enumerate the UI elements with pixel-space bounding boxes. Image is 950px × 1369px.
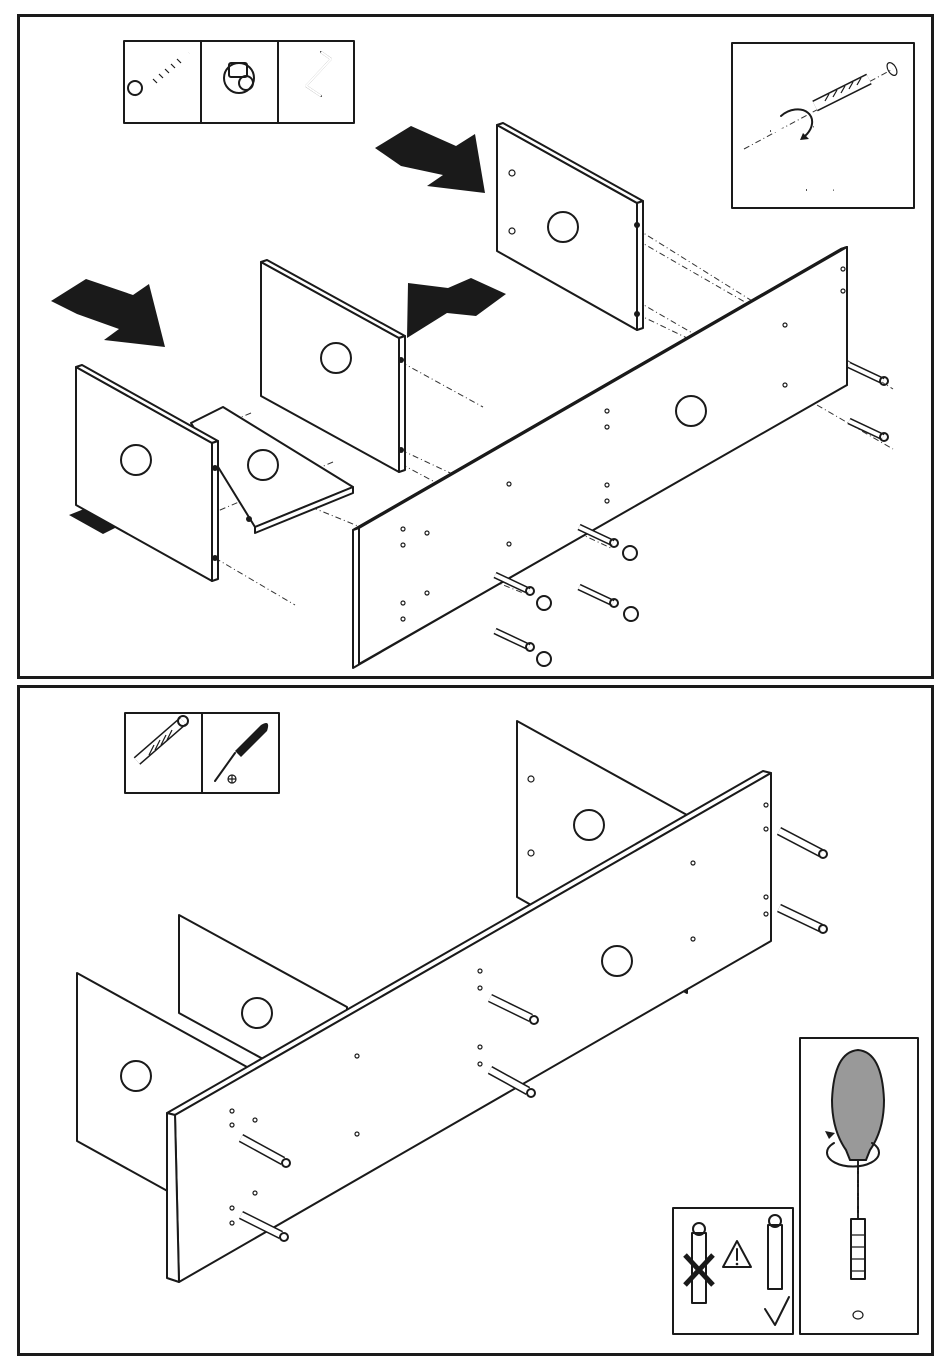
cam-bolt-6 (495, 631, 551, 666)
allen-key-icon (306, 52, 331, 96)
dowel-sleeve-2 (779, 908, 827, 933)
arrow-left-top (51, 279, 165, 347)
screwdriver-tightening-detail (800, 1038, 918, 1334)
hardware-strip (124, 41, 354, 123)
step-2-diagram (20, 688, 937, 1359)
phillips-screwdriver-icon (215, 723, 268, 783)
step-1-diagram (20, 17, 937, 682)
dowel-sleeve-1 (779, 831, 827, 858)
side-panel-right (497, 123, 643, 330)
cam-lock-icon (224, 63, 254, 93)
cam-bolt-5 (495, 575, 551, 610)
wrong-orientation-sleeve (685, 1223, 713, 1303)
divider-panel-middle (261, 260, 405, 472)
dowel-sleeve-icon (137, 716, 188, 761)
hardware-strip-2 (125, 713, 279, 793)
cam-bolt-3 (579, 527, 637, 560)
allen-key-tightening-detail (732, 43, 914, 208)
warning-triangle-icon (723, 1241, 751, 1267)
checkmark-icon (765, 1297, 789, 1325)
cam-bolt-4 (579, 587, 638, 621)
cam-bolt-2 (849, 421, 888, 441)
sleeve-orientation-warning (673, 1208, 793, 1334)
arrow-middle-panel (407, 278, 506, 338)
assembly-step-2 (17, 685, 934, 1356)
cam-bolt-icon (128, 53, 189, 96)
arrow-back-panel (375, 126, 485, 193)
correct-orientation-sleeve (768, 1215, 782, 1289)
cam-bolt-1 (849, 365, 888, 385)
assembly-step-1 (17, 14, 934, 679)
